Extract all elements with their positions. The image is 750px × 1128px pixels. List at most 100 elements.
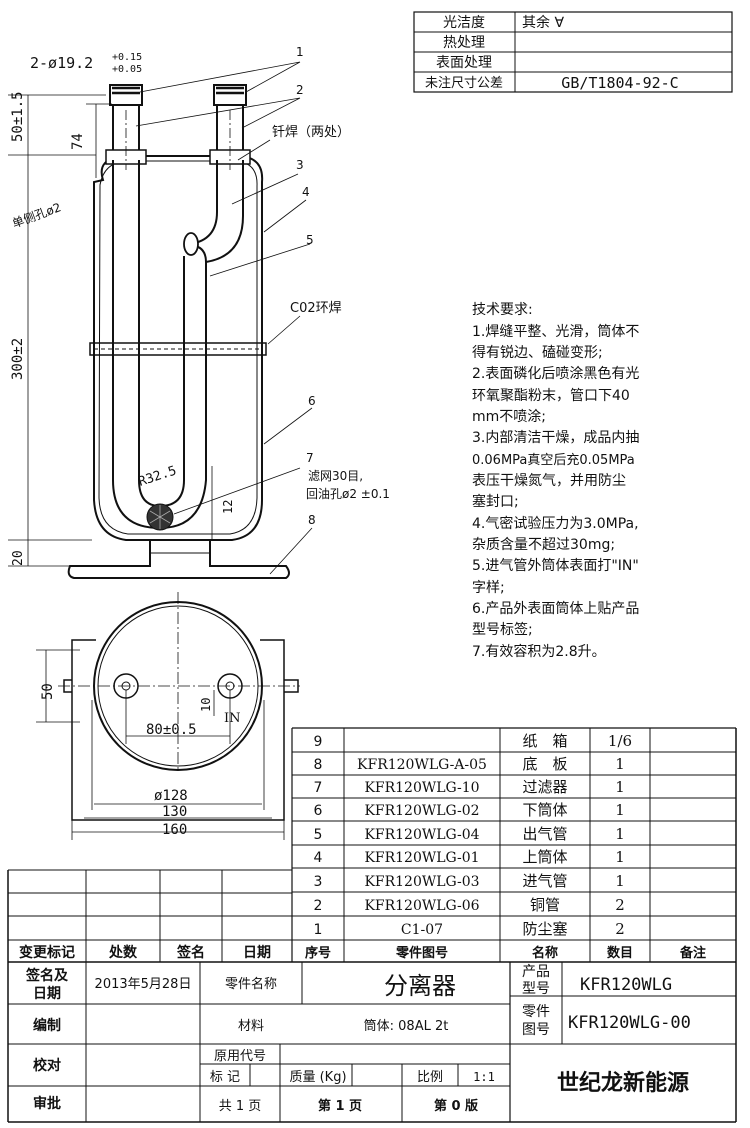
mark-label: 标 记	[210, 1070, 240, 1085]
header-note: 备注	[679, 945, 706, 961]
in-marking: IN	[224, 711, 241, 726]
tech-requirements: 技术要求: 1.焊缝平整、光滑，筒体不 得有锐边、磕碰变形; 2.表面磷化后喷涂…	[472, 302, 639, 660]
pipe-tol-lower: +0.05	[112, 64, 142, 75]
callout-leaders	[135, 61, 313, 575]
bend-radius: R32.5	[137, 463, 179, 489]
check-label: 校对	[33, 1057, 61, 1074]
bom-no: 5	[314, 827, 323, 843]
bom-code: KFR120WLG-06	[364, 898, 479, 914]
product-model-label: 产品	[522, 964, 550, 980]
dim-12: 12	[221, 500, 235, 514]
bom-no: 8	[314, 757, 323, 773]
total-pages: 共 1 页	[219, 1099, 262, 1114]
bom-qty: 2	[615, 896, 625, 914]
tech-line: 3.内部清洁干燥，成品内抽	[472, 430, 639, 446]
bom-code: KFR120WLG-02	[364, 803, 479, 819]
material-value: 筒体: 08AL 2t	[364, 1018, 449, 1034]
bom-code: KFR120WLG-04	[364, 827, 479, 843]
bom-name: 进气管	[522, 872, 567, 890]
side-hole-note: 单侧孔ø2	[10, 200, 63, 231]
header-change-mark: 变更标记	[19, 944, 75, 961]
bom-code: KFR120WLG-01	[364, 850, 479, 866]
bottom-dim-80: 80±0.5	[146, 722, 197, 738]
bom-name: 下筒体	[522, 801, 567, 819]
bottom-view: 50 10 IN 80±0.5 ø128 130 160	[36, 592, 300, 840]
dust-plug-right	[213, 84, 247, 106]
bom-name: 出气管	[522, 825, 567, 843]
finish-label: 光洁度	[443, 15, 485, 31]
header-name: 名称	[532, 945, 558, 961]
tech-line: 0.06MPa真空后充0.05MPa	[472, 452, 635, 468]
dimension-lines	[8, 94, 213, 567]
tech-line: 1.焊缝平整、光滑，筒体不	[472, 323, 639, 340]
header-signature: 签名	[176, 944, 205, 961]
header-part-code: 零件图号	[395, 945, 448, 961]
mass-label: 质量 (Kg)	[289, 1070, 346, 1085]
bottom-dim-10: 10	[199, 698, 213, 712]
finish-value: 其余 ∀	[522, 14, 564, 31]
height-20: 20	[11, 550, 26, 566]
tech-line: 2.表面磷化后喷涂黑色有光	[472, 365, 639, 382]
base-plate	[67, 540, 290, 579]
bom-qty: 1/6	[608, 732, 632, 750]
callout-4: 4	[302, 185, 310, 199]
bom-code: KFR120WLG-A-05	[357, 757, 487, 773]
bom-name: 过滤器	[522, 778, 567, 796]
bom-name: 铜管	[530, 896, 560, 914]
bom-qty: 1	[615, 848, 625, 866]
bom-name: 纸 箱	[522, 732, 567, 750]
bom-qty: 1	[615, 755, 625, 773]
callout-1: 1	[296, 45, 304, 59]
callout-6: 6	[308, 394, 316, 408]
bom-no: 7	[314, 780, 323, 796]
tech-line: 6.产品外表面筒体上贴产品	[472, 600, 639, 617]
oil-hole-note: 回油孔ø2 ±0.1	[306, 487, 390, 501]
part-no-label: 零件	[522, 1004, 550, 1020]
company-name: 世纪龙新能源	[557, 1070, 689, 1096]
tech-line: 杂质含量不超过30mg;	[472, 537, 615, 553]
bom-no: 6	[314, 803, 323, 819]
shell-circle	[93, 601, 263, 771]
bom-no: 9	[314, 734, 323, 750]
bom-code: C1-07	[401, 922, 443, 938]
product-model: KFR120WLG	[580, 975, 672, 995]
part-number: KFR120WLG-00	[568, 1013, 691, 1033]
surface-finish-table: 光洁度 其余 ∀ 热处理 表面处理 未注尺寸公差 GB/T1804-92-C	[413, 11, 733, 93]
callout-3: 3	[296, 158, 304, 172]
surface-treatment-label: 表面处理	[436, 55, 492, 71]
title-block-grid	[8, 962, 736, 1123]
header-date: 日期	[243, 945, 271, 961]
callout-5: 5	[306, 233, 314, 247]
page-number: 第 1 页	[318, 1098, 362, 1114]
tech-line: 环氧聚酯粉末，管口下40	[472, 388, 630, 404]
orig-code-label: 原用代号	[214, 1049, 266, 1064]
tech-line: mm不喷涂;	[472, 409, 546, 425]
dust-plug-left	[109, 84, 143, 106]
shell-outline	[93, 155, 264, 541]
compile-label: 编制	[33, 1017, 61, 1034]
bom-no: 2	[314, 898, 323, 914]
version: 第 0 版	[434, 1098, 478, 1114]
tech-line: 塞封口;	[472, 493, 519, 510]
bom-code: KFR120WLG-10	[364, 780, 479, 796]
tech-line: 表压干燥氮气，并用防尘	[472, 473, 626, 489]
front-view: 2-ø19.2 +0.15 +0.05 50±1.5 74 单侧孔ø2 300±…	[8, 45, 390, 579]
tolerance-value: GB/T1804-92-C	[561, 74, 678, 92]
tolerance-label: 未注尺寸公差	[425, 76, 503, 91]
tech-line: 4.气密试验压力为3.0MPa,	[472, 515, 639, 532]
scale-label: 比例	[417, 1070, 443, 1085]
scale-value: 1:1	[473, 1070, 495, 1084]
header-count: 处数	[108, 944, 138, 961]
header-qty: 数目	[607, 945, 633, 961]
bom-table	[7, 727, 737, 1122]
approve-label: 审批	[33, 1095, 61, 1112]
tech-line: 字样;	[472, 580, 505, 596]
tech-line: 7.有效容积为2.8升。	[472, 643, 606, 660]
callout-2: 2	[296, 83, 304, 97]
tech-line: 型号标签;	[472, 621, 533, 638]
tech-line: 得有锐边、磕碰变形;	[472, 344, 603, 361]
bom-no: 3	[314, 874, 323, 890]
bom-rows: 9 纸 箱 1/6 8 KFR120WLG-A-05 底 板 1 7 KFR12…	[19, 732, 706, 961]
bom-name: 底 板	[522, 755, 567, 773]
ring-weld-band	[89, 342, 267, 356]
